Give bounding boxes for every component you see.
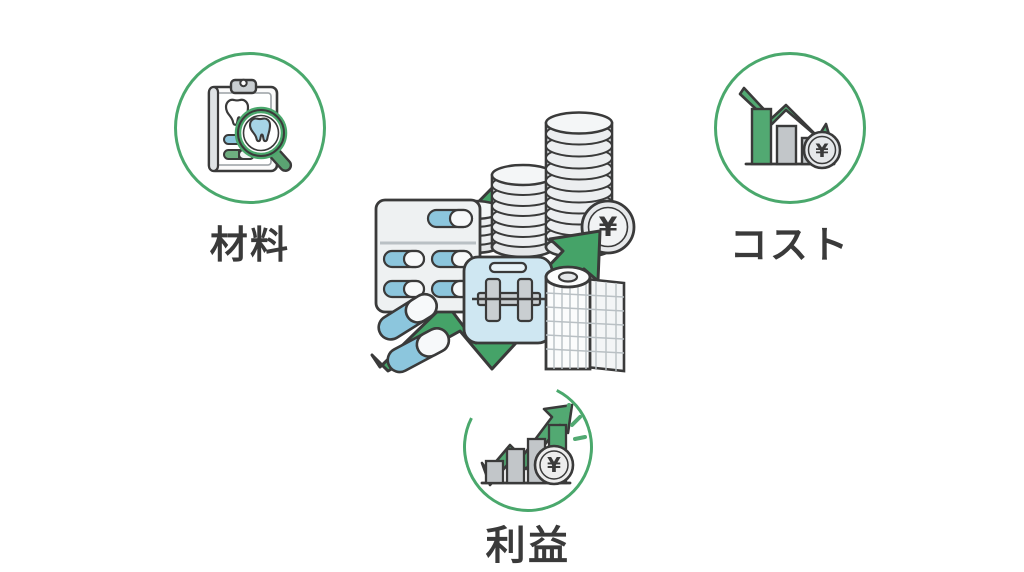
- coin-stack-tall: [544, 111, 614, 259]
- sparkle-rays: [565, 403, 587, 441]
- center-illustration: ¥: [350, 55, 680, 385]
- node-cost: ¥ コスト: [690, 52, 890, 264]
- coin-stack-medium: [490, 163, 556, 259]
- cost-bar-2: [775, 124, 798, 166]
- cost-label: コスト: [729, 223, 851, 267]
- clipboard-tooth-magnifier-icon: [207, 78, 293, 173]
- declining-bar-chart-yen-icon: ¥: [738, 86, 842, 170]
- profit-bar-1: [484, 459, 505, 485]
- node-material: 材料: [150, 52, 350, 264]
- node-profit: ¥ 利益: [428, 365, 628, 569]
- profit-ring: ¥: [446, 365, 610, 529]
- cost-yen-symbol: ¥: [815, 140, 828, 162]
- dental-supplies-coins-growth-illustration: ¥: [370, 111, 636, 374]
- cost-bar-1: [750, 107, 773, 166]
- cost-ring: ¥: [714, 52, 866, 204]
- material-ring: [174, 52, 326, 204]
- center-yen-symbol: ¥: [599, 212, 618, 243]
- bracket-kit-box: [462, 255, 554, 345]
- profit-yen-symbol: ¥: [547, 453, 561, 477]
- profit-bar-2: [505, 447, 526, 485]
- rising-bar-chart-yen-sparkle-icon: ¥: [480, 403, 587, 487]
- gauze-roll: [544, 265, 626, 373]
- loose-capsules: [377, 292, 451, 374]
- blister-pack: [374, 198, 482, 314]
- profit-label: 利益: [485, 523, 571, 569]
- material-label: 材料: [209, 223, 291, 267]
